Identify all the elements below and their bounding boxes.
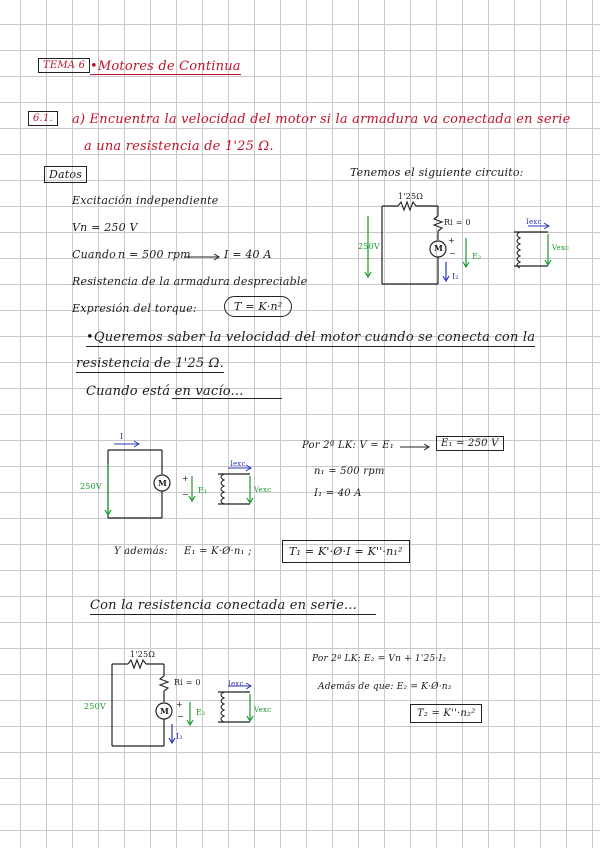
vacio-plus: +: [182, 474, 189, 483]
serie-minus: −: [177, 712, 184, 721]
arrow-icon: [184, 253, 220, 261]
datos-n: n = 500 rpm: [118, 248, 191, 261]
series-resistor-icon: [397, 200, 417, 212]
field-coil-icon: [220, 691, 226, 723]
top-plus: +: [448, 236, 455, 245]
serie-voltage: 250V: [84, 702, 106, 711]
datos-cuando: Cuando: [72, 248, 117, 261]
datos-resistencia: Resistencia de la armadura despreciable: [72, 275, 308, 288]
exercise-statement-line1: a) Encuentra la velocidad del motor si l…: [72, 112, 571, 127]
top-field-label: Iexc: [526, 218, 542, 226]
serie-motor-label: M: [160, 706, 170, 716]
serie-t2-expr: T₂ = K''·n₂²: [410, 704, 483, 723]
vacio-underline: [172, 398, 282, 399]
field-coil-icon: [220, 473, 226, 505]
datos-i: I = 40 A: [224, 248, 272, 261]
serie-plus: +: [176, 700, 183, 709]
serie-field-v: Vexc: [254, 706, 272, 714]
datos-vn: Vn = 250 V: [72, 221, 138, 234]
top-series-r: 1'25Ω: [398, 192, 424, 201]
vacio-t1-expr: T₁ = K'·Ø·I = K''·n₁²: [282, 540, 410, 563]
serie-field-label: Iexc: [228, 680, 244, 688]
serie-emf: E₂: [196, 708, 206, 717]
arrow-icon: [400, 443, 430, 451]
vacio-e1-expr: E₁ = K·Ø·n₁ ;: [184, 546, 252, 557]
vacio-n1: n₁ = 500 rpm: [314, 466, 385, 477]
field-coil-icon: [516, 231, 522, 269]
circuit-diagram-top: [364, 200, 552, 285]
top-field-v: Vexc: [552, 244, 570, 252]
vacio-minus: −: [182, 490, 189, 499]
vacio-voltage: 250V: [80, 482, 102, 491]
circuit-diagram-serie: [111, 658, 254, 747]
vacio-i1: I₁ = 40 A: [314, 488, 362, 499]
datos-excitacion: Excitación independiente: [72, 194, 219, 207]
serie-heading: Con la resistencia conectada en serie...: [90, 598, 357, 613]
vacio-heading: Cuando está en vacío...: [86, 384, 244, 399]
top-ri: Ri = 0: [444, 218, 471, 227]
vacio-current: I: [120, 432, 124, 441]
serie-ademas: Además de que: E₂ = K·Ø·n₂: [318, 682, 452, 692]
vacio-ademas: Y además:: [114, 546, 168, 557]
vacio-field-v: Vexc: [254, 486, 272, 494]
internal-resistor-icon: [432, 215, 444, 232]
circuit-diagram-vacio: [104, 440, 254, 519]
top-current: I₂: [452, 272, 459, 281]
vacio-result: E₁ = 250 V: [436, 436, 504, 451]
internal-resistor-icon: [158, 675, 170, 692]
top-voltage: 250V: [358, 242, 380, 251]
top-motor-label: M: [434, 243, 444, 253]
datos-heading: Datos: [44, 166, 88, 183]
datos-expresion: Expresión del torque:: [72, 302, 197, 315]
serie-current: I₂: [176, 732, 183, 741]
torque-formula: T = K·n²: [224, 296, 293, 317]
vacio-motor-label: M: [158, 478, 168, 488]
page-title: •Motores de Continua: [90, 59, 241, 75]
exercise-statement-line2: a una resistencia de 1'25 Ω.: [84, 139, 274, 154]
vacio-kirchhoff: Por 2ª LK: V = E₁: [302, 440, 394, 451]
vacio-emf: E₁: [198, 486, 208, 495]
top-emf: E₂: [472, 252, 482, 261]
exercise-number: 6.1.: [28, 111, 58, 126]
serie-series-r: 1'25Ω: [130, 650, 156, 659]
circuit-intro: Tenemos el siguiente circuito:: [350, 166, 524, 179]
serie-kirchhoff: Por 2ª LK: E₂ = Vn + 1'25·I₂: [312, 654, 447, 664]
tema-label: TEMA 6: [38, 58, 91, 73]
objective-line2: resistencia de 1'25 Ω.: [76, 356, 224, 373]
serie-underline: [90, 614, 376, 615]
vacio-field-label: Iexc: [230, 460, 246, 468]
top-minus: −: [449, 249, 456, 258]
series-resistor-icon: [127, 658, 147, 670]
objective-line1: •Queremos saber la velocidad del motor c…: [86, 330, 536, 347]
serie-ri: Ri = 0: [174, 678, 201, 687]
